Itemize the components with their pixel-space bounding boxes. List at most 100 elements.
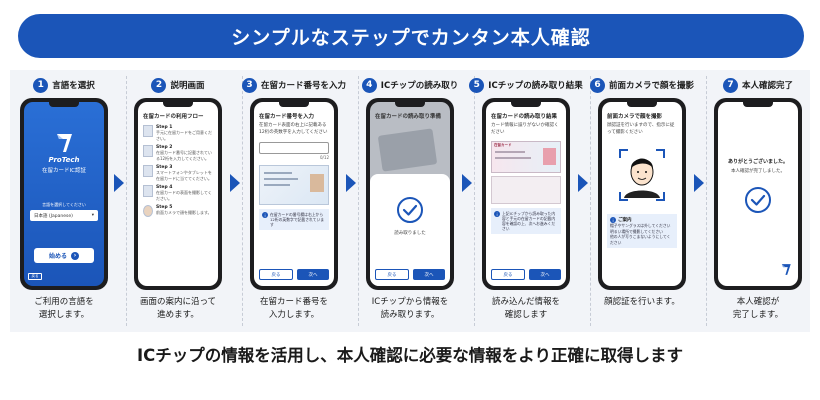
arrow-right-icon: ›: [71, 251, 79, 260]
brand-name: ProTech: [48, 156, 80, 164]
result-sheet: 読み取りました 戻る 次へ: [370, 174, 450, 286]
footer-tagline: ICチップの情報を活用し、本人確認に必要な情報をより正確に取得します: [137, 346, 683, 365]
next-arrow-icon: [694, 174, 704, 192]
guide-item: 他の人が写りこまないようにしてください: [610, 234, 671, 245]
face-capture-icon: [619, 149, 665, 201]
phone-screen: ProTech 在留カードIC認証 言語を選択してください 日本語 (Japan…: [24, 102, 104, 286]
step-6: 6 前面カメラで顔を撮影 前面カメラで顔を撮影 顔認証を行いますので、指示に従って…: [590, 70, 694, 332]
flow-text: 在留カード番号に記載されている12桁を入力してください。: [156, 150, 212, 161]
language-select[interactable]: 日本語 (Japanese) ▾: [30, 210, 98, 221]
phone-screen: 前面カメラで顔を撮影 顔認証を行いますので、指示に従って撮影ください i ご案内…: [602, 102, 682, 286]
done-text: 本人確認が完了しました。: [731, 169, 785, 174]
card-scan-illustration: [377, 128, 438, 172]
phone-thumbnail-icon: [143, 165, 153, 177]
flow-label: Step 4: [156, 185, 173, 190]
phone-mockup: 在留カードの読み取り結果 カード情報に誤りがないか確認ください 在留カード i …: [482, 98, 570, 290]
guide-item: 明るい場所で撮影してください: [610, 228, 663, 234]
screen-heading: 前面カメラで顔を撮影: [607, 114, 663, 120]
phone-mockup: 在留カード番号を入力 在留カード表面の右上に記載ある12桁の英数字を入力してくだ…: [250, 98, 338, 290]
protech-logo-icon: [57, 134, 72, 152]
flow-label: Step 1: [156, 125, 173, 130]
residence-card-front: 在留カード: [491, 141, 561, 173]
step-title: 言語を選択: [52, 81, 95, 91]
guide-item: 帽子やサングラスは外してください: [610, 223, 671, 228]
phone-mockup: ProTech 在留カードIC認証 言語を選択してください 日本語 (Japan…: [20, 98, 108, 290]
start-button-label: 始める: [48, 253, 67, 260]
phone-mockup: 在留カードの読み取り準備 読み取りました 戻る 次へ: [366, 98, 454, 290]
residence-card-back: [491, 176, 561, 204]
screen-text: 顔認証を行いますので、指示に従って撮影ください: [607, 123, 675, 135]
info-icon: i: [262, 212, 268, 218]
info-note: i 上記ICチップから読み取った内容と手元の在留カードの記載内容を確認の上、次へ…: [491, 208, 561, 234]
info-icon: i: [610, 217, 616, 223]
next-arrow-icon: [462, 174, 472, 192]
flow-text: スマートフォンやタブレットを在留カードに当ててください。: [156, 170, 212, 181]
step-caption: 読み込んだ情報を 確認します: [491, 297, 560, 320]
char-counter: 0/12: [320, 155, 329, 160]
next-button[interactable]: 次へ: [297, 269, 329, 280]
step-caption: 画面の案内に沿って 進めます。: [139, 297, 217, 320]
check-circle-icon: [397, 197, 423, 223]
step-number: 5: [469, 77, 485, 93]
next-arrow-icon: [230, 174, 240, 192]
select-label: 言語を選択してください: [42, 202, 86, 207]
step-number: 6: [590, 77, 605, 93]
step-caption: 本人確認が 完了します。: [732, 297, 784, 320]
card-number-input[interactable]: [259, 142, 329, 154]
phone-screen: ありがとうございました。 本人確認が完了しました。: [718, 102, 798, 286]
info-note: i 在留カードの番号欄は右上から12桁の英数字で記載されています: [259, 209, 329, 230]
banner-title: シンプルなステップでカンタン本人確認: [18, 14, 804, 58]
residence-card-image: [259, 165, 329, 205]
card-label: 在留カード: [494, 143, 512, 147]
start-button[interactable]: 始める ›: [34, 248, 94, 263]
flow-text: 在留カードの表面を撮影してください。: [156, 190, 212, 201]
back-button[interactable]: 戻る: [259, 269, 293, 280]
step-3: 3 在留カード番号を入力 在留カード番号を入力 在留カード表面の右上に記載ある12…: [242, 70, 346, 332]
phone-mockup: ありがとうございました。 本人確認が完了しました。: [714, 98, 802, 290]
step-number: 4: [361, 77, 377, 93]
step-number: 2: [151, 77, 167, 93]
step-title: 本人確認完了: [741, 81, 793, 91]
screen-text: 在留カード表面の右上に記載ある12桁の英数字を入力してください: [259, 123, 328, 135]
back-button[interactable]: 戻る: [28, 273, 42, 280]
step-number: 3: [242, 77, 257, 93]
step-number: 1: [33, 77, 49, 93]
flow-label: Step 2: [156, 145, 173, 150]
step-caption: 在留カード番号を 入力します。: [259, 297, 328, 320]
next-arrow-icon: [346, 174, 356, 192]
next-arrow-icon: [114, 174, 124, 192]
card-photo: [543, 148, 556, 165]
back-button[interactable]: 戻る: [375, 269, 409, 280]
info-note-text: 在留カードの番号欄は右上から12桁の英数字で記載されています: [270, 212, 325, 227]
next-button[interactable]: 次へ: [529, 269, 561, 280]
step-title: ICチップの読み取り結果: [488, 81, 583, 91]
card-thumbnail-icon: [143, 145, 153, 157]
info-icon: i: [494, 211, 500, 217]
face-thumbnail-icon: [143, 205, 153, 217]
flow-text: 手元に在留カードをご用意ください。: [156, 130, 212, 141]
next-button[interactable]: 次へ: [413, 269, 445, 280]
thanks-text: ありがとうございました。: [727, 159, 788, 165]
chevron-down-icon: ▾: [91, 213, 94, 218]
step-title: ICチップの読み取り: [380, 81, 459, 91]
next-arrow-icon: [578, 174, 588, 192]
done-text: 読み取りました: [394, 231, 426, 236]
step-number: 7: [722, 77, 738, 93]
screen-heading: 在留カード番号を入力: [259, 114, 315, 120]
phone-screen: 在留カードの読み取り結果 カード情報に誤りがないか確認ください 在留カード i …: [486, 102, 566, 286]
back-button[interactable]: 戻る: [491, 269, 525, 280]
flow-text: 前面カメラで顔を撮影します。: [156, 210, 212, 215]
flow-label: Step 5: [156, 205, 173, 210]
info-note-text: 上記ICチップから読み取った内容と手元の在留カードの記載内容を確認の上、次へお進…: [502, 211, 556, 231]
